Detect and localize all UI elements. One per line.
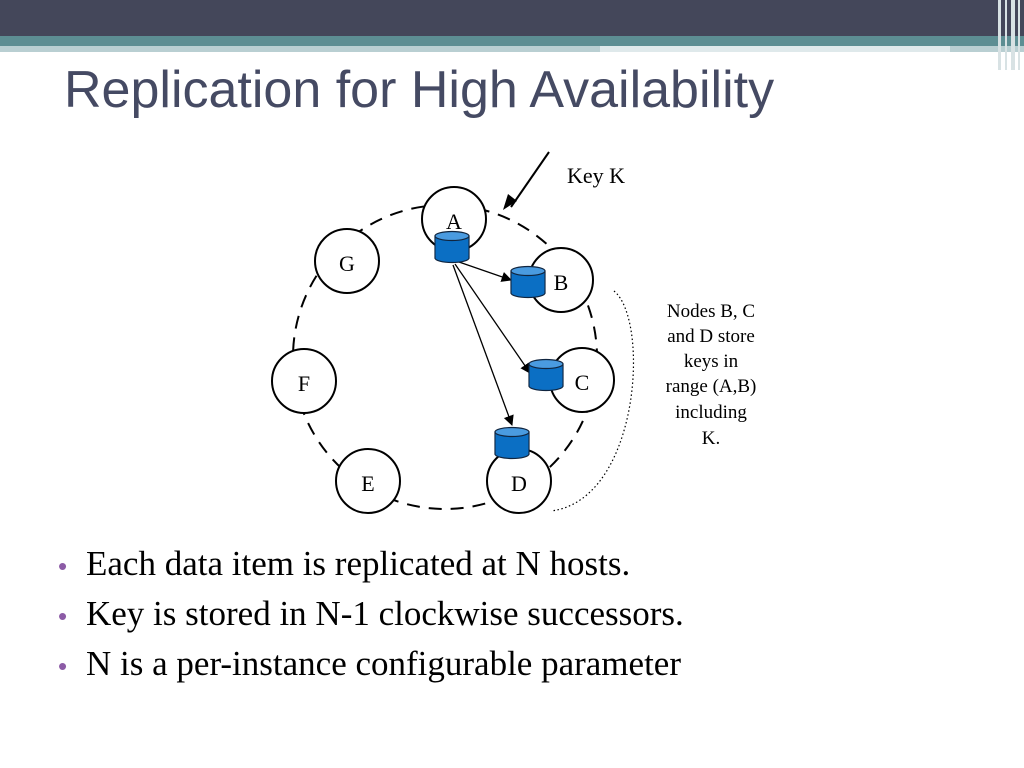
replication-arrow-to-d — [452, 264, 514, 426]
key-label: Key K — [567, 163, 625, 188]
note-line: including — [675, 402, 747, 423]
node-b-label: B — [554, 270, 569, 295]
bullet-item: • Each data item is replicated at N host… — [58, 540, 684, 590]
bullet-dot-icon: • — [58, 551, 68, 581]
key-pointer-line — [510, 151, 550, 208]
header-band-dark — [0, 0, 1024, 36]
database-cylinder-icon — [528, 358, 564, 392]
replication-arrow-to-b — [458, 261, 512, 282]
header-decoration-lines — [600, 0, 1020, 70]
node-f-label: F — [298, 371, 310, 396]
database-cylinder-icon — [510, 265, 546, 299]
database-cylinder-icon — [434, 230, 470, 264]
note-line: Nodes B, C — [667, 301, 755, 322]
node-e: E — [335, 448, 401, 514]
node-b: B — [528, 247, 594, 313]
node-d-label: D — [511, 471, 527, 496]
header-band-light — [0, 46, 1024, 52]
note-line: range (A,B) — [666, 376, 757, 397]
node-e-label: E — [361, 471, 374, 496]
note-line: K. — [702, 428, 720, 449]
note-line: and D store — [667, 326, 755, 347]
node-g-label: G — [339, 251, 355, 276]
node-d: D — [486, 448, 552, 514]
node-c-label: C — [575, 370, 590, 395]
node-f: F — [271, 348, 337, 414]
range-brace — [550, 290, 635, 512]
bullet-dot-icon: • — [58, 651, 68, 681]
bullet-text: Each data item is replicated at N hosts. — [86, 544, 631, 583]
key-pointer-arrowhead — [503, 194, 517, 210]
bullet-dot-icon: • — [58, 601, 68, 631]
node-a-label: A — [446, 209, 462, 234]
database-cylinder-icon — [494, 426, 530, 460]
slide-title: Replication for High Availability — [64, 61, 775, 119]
note-line: keys in — [684, 351, 739, 372]
header-band-teal — [0, 36, 1024, 46]
bullet-item: • N is a per-instance configurable param… — [58, 640, 684, 690]
replication-arrow-to-c — [454, 263, 531, 374]
bullet-text: N is a per-instance configurable paramet… — [86, 644, 681, 683]
bullet-item: • Key is stored in N-1 clockwise success… — [58, 590, 684, 640]
bullet-list: • Each data item is replicated at N host… — [58, 540, 684, 690]
node-g: G — [314, 228, 380, 294]
bullet-text: Key is stored in N-1 clockwise successor… — [86, 594, 684, 633]
